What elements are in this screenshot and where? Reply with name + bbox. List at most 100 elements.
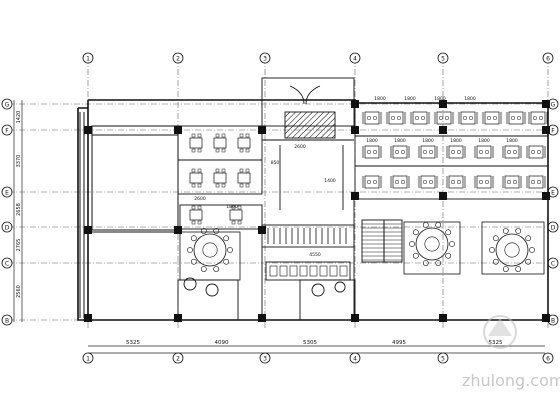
structural-column	[84, 226, 92, 234]
column-bubble-label: 5	[441, 356, 445, 363]
structural-column	[542, 314, 550, 322]
square-table	[213, 133, 227, 153]
structural-column	[542, 192, 550, 200]
room-dimension-label: 1800	[506, 138, 518, 144]
booth-table	[410, 111, 430, 125]
column-bubble-label: 2	[176, 56, 180, 63]
column-bubble-label: 3	[263, 356, 267, 363]
square-table	[189, 168, 203, 188]
square-table	[237, 168, 251, 188]
row-bubble-label: C	[551, 261, 555, 268]
structural-column	[258, 126, 266, 134]
bottom-dimension-label: 5325	[489, 340, 503, 346]
column-bubble-label: 3	[263, 56, 267, 63]
watermark-text: zhulong.com	[462, 371, 560, 390]
bottom-dimension-label: 5305	[303, 340, 317, 346]
row-bubble: C	[1, 257, 13, 269]
structural-columns	[84, 100, 550, 322]
zhulong-watermark: zhulong.com	[462, 315, 560, 390]
row-bubble-label: F	[551, 128, 555, 135]
column-bubble: 4	[349, 52, 361, 64]
room-dimension-label: 1800	[366, 138, 378, 144]
row-bubble-label: B	[5, 318, 9, 325]
booth-table	[390, 175, 410, 189]
row-bubble: C	[547, 257, 559, 269]
structural-column	[439, 314, 447, 322]
booth-table	[482, 111, 502, 125]
booth-table	[362, 145, 382, 159]
square-table	[189, 133, 203, 153]
cabinet-units	[267, 228, 348, 277]
column-bubble-label: 1	[86, 356, 90, 363]
small-dimension-label: 1400	[324, 178, 336, 184]
column-bubble: 5	[437, 52, 449, 64]
column-bubble: 1	[82, 352, 94, 364]
column-bubble: 4	[349, 352, 361, 364]
square-table	[189, 205, 203, 225]
banquet-room-outline	[403, 221, 461, 275]
row-bubble-label: E	[5, 190, 9, 197]
row-bubble: G	[547, 98, 559, 110]
round-table-rooms	[179, 221, 545, 281]
row-bubble: D	[1, 221, 13, 233]
small-dimension-label: 2600	[294, 144, 306, 150]
column-bubble: 6	[542, 52, 554, 64]
structural-column	[258, 314, 266, 322]
dimension-lines	[13, 100, 549, 354]
column-bubble: 1	[82, 52, 94, 64]
column-bubble: 3	[259, 352, 271, 364]
structural-column	[439, 100, 447, 108]
square-table	[213, 168, 227, 188]
left-dimension-label: 2658	[16, 203, 22, 216]
stair-core	[261, 77, 355, 210]
row-bubble: B	[1, 314, 13, 326]
structural-column	[351, 314, 359, 322]
bottom-dimension-label: 4995	[392, 340, 406, 346]
small-dimension-label: 1800	[226, 204, 238, 210]
room-dimension-label: 1800	[478, 138, 490, 144]
booth-table	[506, 111, 526, 125]
row-bubble-label: G	[551, 102, 556, 109]
banquet-room-outline	[179, 231, 241, 281]
round-banquet-table	[409, 222, 455, 266]
booth-table	[526, 175, 546, 189]
top-dimension-label: 1800	[374, 96, 386, 102]
structural-column	[84, 314, 92, 322]
column-bubble: 2	[172, 52, 184, 64]
left-courtyard	[79, 112, 180, 318]
structural-column	[258, 226, 266, 234]
lower-stair	[361, 219, 403, 263]
room-dimension-label: 1800	[422, 138, 434, 144]
column-bubble: 5	[437, 352, 449, 364]
column-bubble-label: 4	[353, 356, 357, 363]
booth-table	[418, 175, 438, 189]
row-bubble-label: D	[551, 225, 556, 232]
top-dimension-label: 1800	[464, 96, 476, 102]
bottom-dimension-label: 4090	[215, 340, 229, 346]
column-bubble: 3	[259, 52, 271, 64]
column-bubble-label: 6	[546, 356, 550, 363]
row-bubble-label: B	[551, 318, 555, 325]
small-dimension-label: 850	[271, 160, 280, 166]
structural-column	[542, 100, 550, 108]
booth-table	[502, 145, 522, 159]
structural-column	[439, 192, 447, 200]
booth-table	[434, 111, 454, 125]
room-dimension-label: 1800	[394, 138, 406, 144]
row-bubble-label: C	[5, 261, 9, 268]
structural-column	[174, 314, 182, 322]
booth-table	[386, 111, 406, 125]
booth-table	[458, 111, 478, 125]
booth-tables	[362, 111, 548, 189]
row-bubble-label: D	[5, 225, 10, 232]
row-bubble: G	[1, 98, 13, 110]
column-bubble-label: 4	[353, 56, 357, 63]
top-dimension-label: 1800	[404, 96, 416, 102]
stair-treads	[362, 223, 402, 261]
column-bubble: 6	[542, 352, 554, 364]
